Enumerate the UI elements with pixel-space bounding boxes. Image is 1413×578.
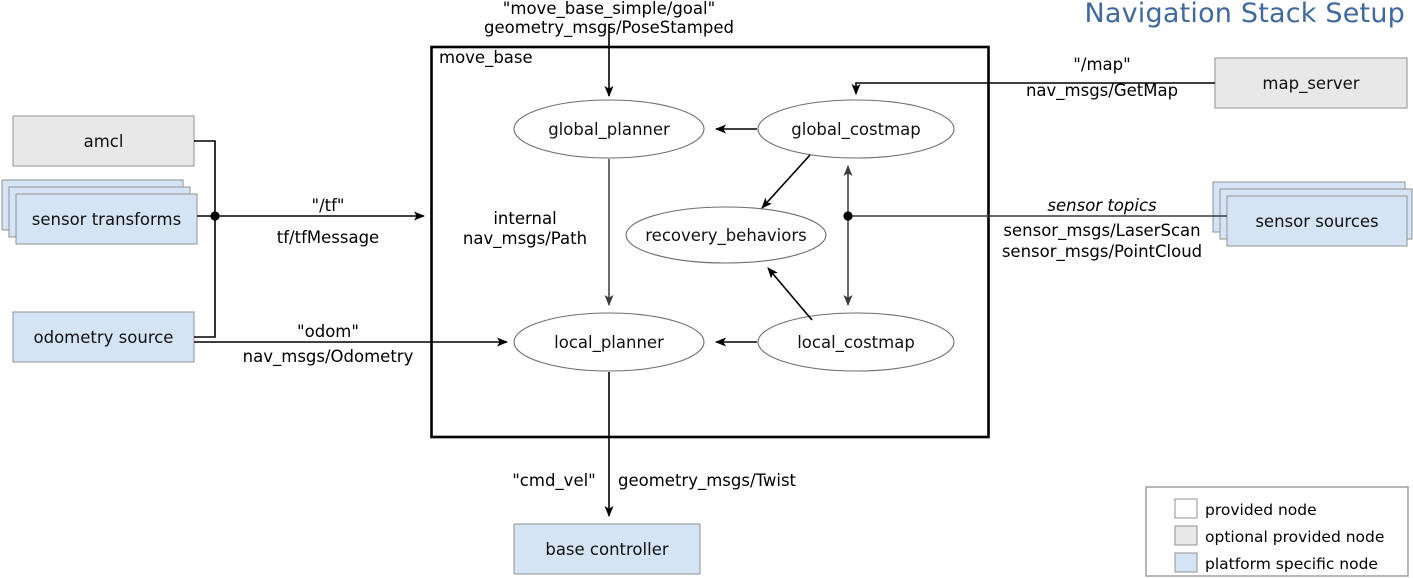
node-amcl-label: amcl bbox=[84, 132, 124, 151]
edge-label-sensors-type-2: sensor_msgs/PointCloud bbox=[1002, 242, 1202, 262]
legend-label-optional-provided-node: optional provided node bbox=[1205, 528, 1384, 546]
node-sensor-sources[interactable] bbox=[1226, 195, 1408, 247]
edge-label-goal-topic: "move_base_simple/goal" bbox=[503, 0, 715, 19]
edge-label-cmdvel-topic: "cmd_vel" bbox=[512, 471, 596, 491]
edge-label-odom-topic: "odom" bbox=[297, 322, 359, 341]
edge-label-internal-type: nav_msgs/Path bbox=[463, 229, 587, 249]
edge-label-odom-type: nav_msgs/Odometry bbox=[243, 347, 414, 367]
move-base-label: move_base bbox=[439, 48, 533, 68]
node-sensor-transforms-label: sensor transforms bbox=[32, 210, 181, 229]
node-map-server-label: map_server bbox=[1262, 74, 1359, 94]
edge-label-map-topic: "/map" bbox=[1073, 55, 1130, 74]
legend-label-platform-specific-node: platform specific node bbox=[1205, 555, 1378, 573]
legend-swatch-platform-specific-node bbox=[1174, 552, 1198, 573]
edge-label-goal-type: geometry_msgs/PoseStamped bbox=[484, 18, 734, 38]
tf-junction bbox=[210, 211, 220, 221]
edge-label-sensors-type-1: sensor_msgs/LaserScan bbox=[1003, 221, 1200, 241]
legend-swatch-optional-provided-node bbox=[1174, 525, 1198, 546]
edge-label-sensors-topic: sensor topics bbox=[1047, 196, 1157, 215]
edge-local-costmap-to-recovery bbox=[767, 267, 813, 321]
edge-global-costmap-to-recovery bbox=[761, 154, 811, 209]
move-base-container bbox=[430, 45, 990, 439]
node-sensor-sources-label: sensor sources bbox=[1255, 212, 1378, 231]
node-base-controller-label: base controller bbox=[545, 540, 669, 559]
edge-map-server-to-global-costmap bbox=[851, 82, 1215, 95]
node-global-costmap-label: global_costmap bbox=[791, 120, 920, 140]
node-local-planner[interactable] bbox=[513, 312, 705, 372]
page-title: Navigation Stack Setup bbox=[1084, 0, 1405, 29]
edge-amcl-to-tf-bus bbox=[194, 140, 216, 216]
edge-label-map-type: nav_msgs/GetMap bbox=[1026, 81, 1178, 101]
node-recovery-behaviors[interactable] bbox=[625, 206, 827, 264]
edge-label-cmdvel-type: geometry_msgs/Twist bbox=[618, 471, 797, 491]
sensor-topics-junction bbox=[843, 211, 853, 221]
node-amcl[interactable] bbox=[12, 115, 195, 167]
edge-label-tf-type: tf/tfMessage bbox=[277, 228, 379, 247]
node-global-planner[interactable] bbox=[513, 99, 705, 159]
node-sensor-transforms[interactable] bbox=[15, 193, 198, 245]
edge-label-internal-topic: internal bbox=[493, 209, 556, 228]
legend-swatch-provided-node bbox=[1174, 498, 1198, 519]
node-local-costmap-label: local_costmap bbox=[797, 333, 915, 353]
node-recovery-behaviors-label: recovery_behaviors bbox=[645, 226, 806, 246]
node-global-costmap[interactable] bbox=[757, 99, 955, 159]
node-map-server[interactable] bbox=[1214, 57, 1408, 109]
edge-odometry-to-tf-bus bbox=[194, 216, 216, 338]
node-global-planner-label: global_planner bbox=[548, 120, 670, 140]
node-odometry-source[interactable] bbox=[12, 311, 195, 363]
node-local-costmap[interactable] bbox=[757, 312, 955, 372]
legend-label-provided-node: provided node bbox=[1205, 501, 1317, 519]
edge-label-tf-topic: "/tf" bbox=[311, 196, 344, 215]
node-local-planner-label: local_planner bbox=[554, 333, 664, 353]
node-base-controller[interactable] bbox=[513, 523, 701, 575]
node-odometry-source-label: odometry source bbox=[34, 328, 174, 347]
